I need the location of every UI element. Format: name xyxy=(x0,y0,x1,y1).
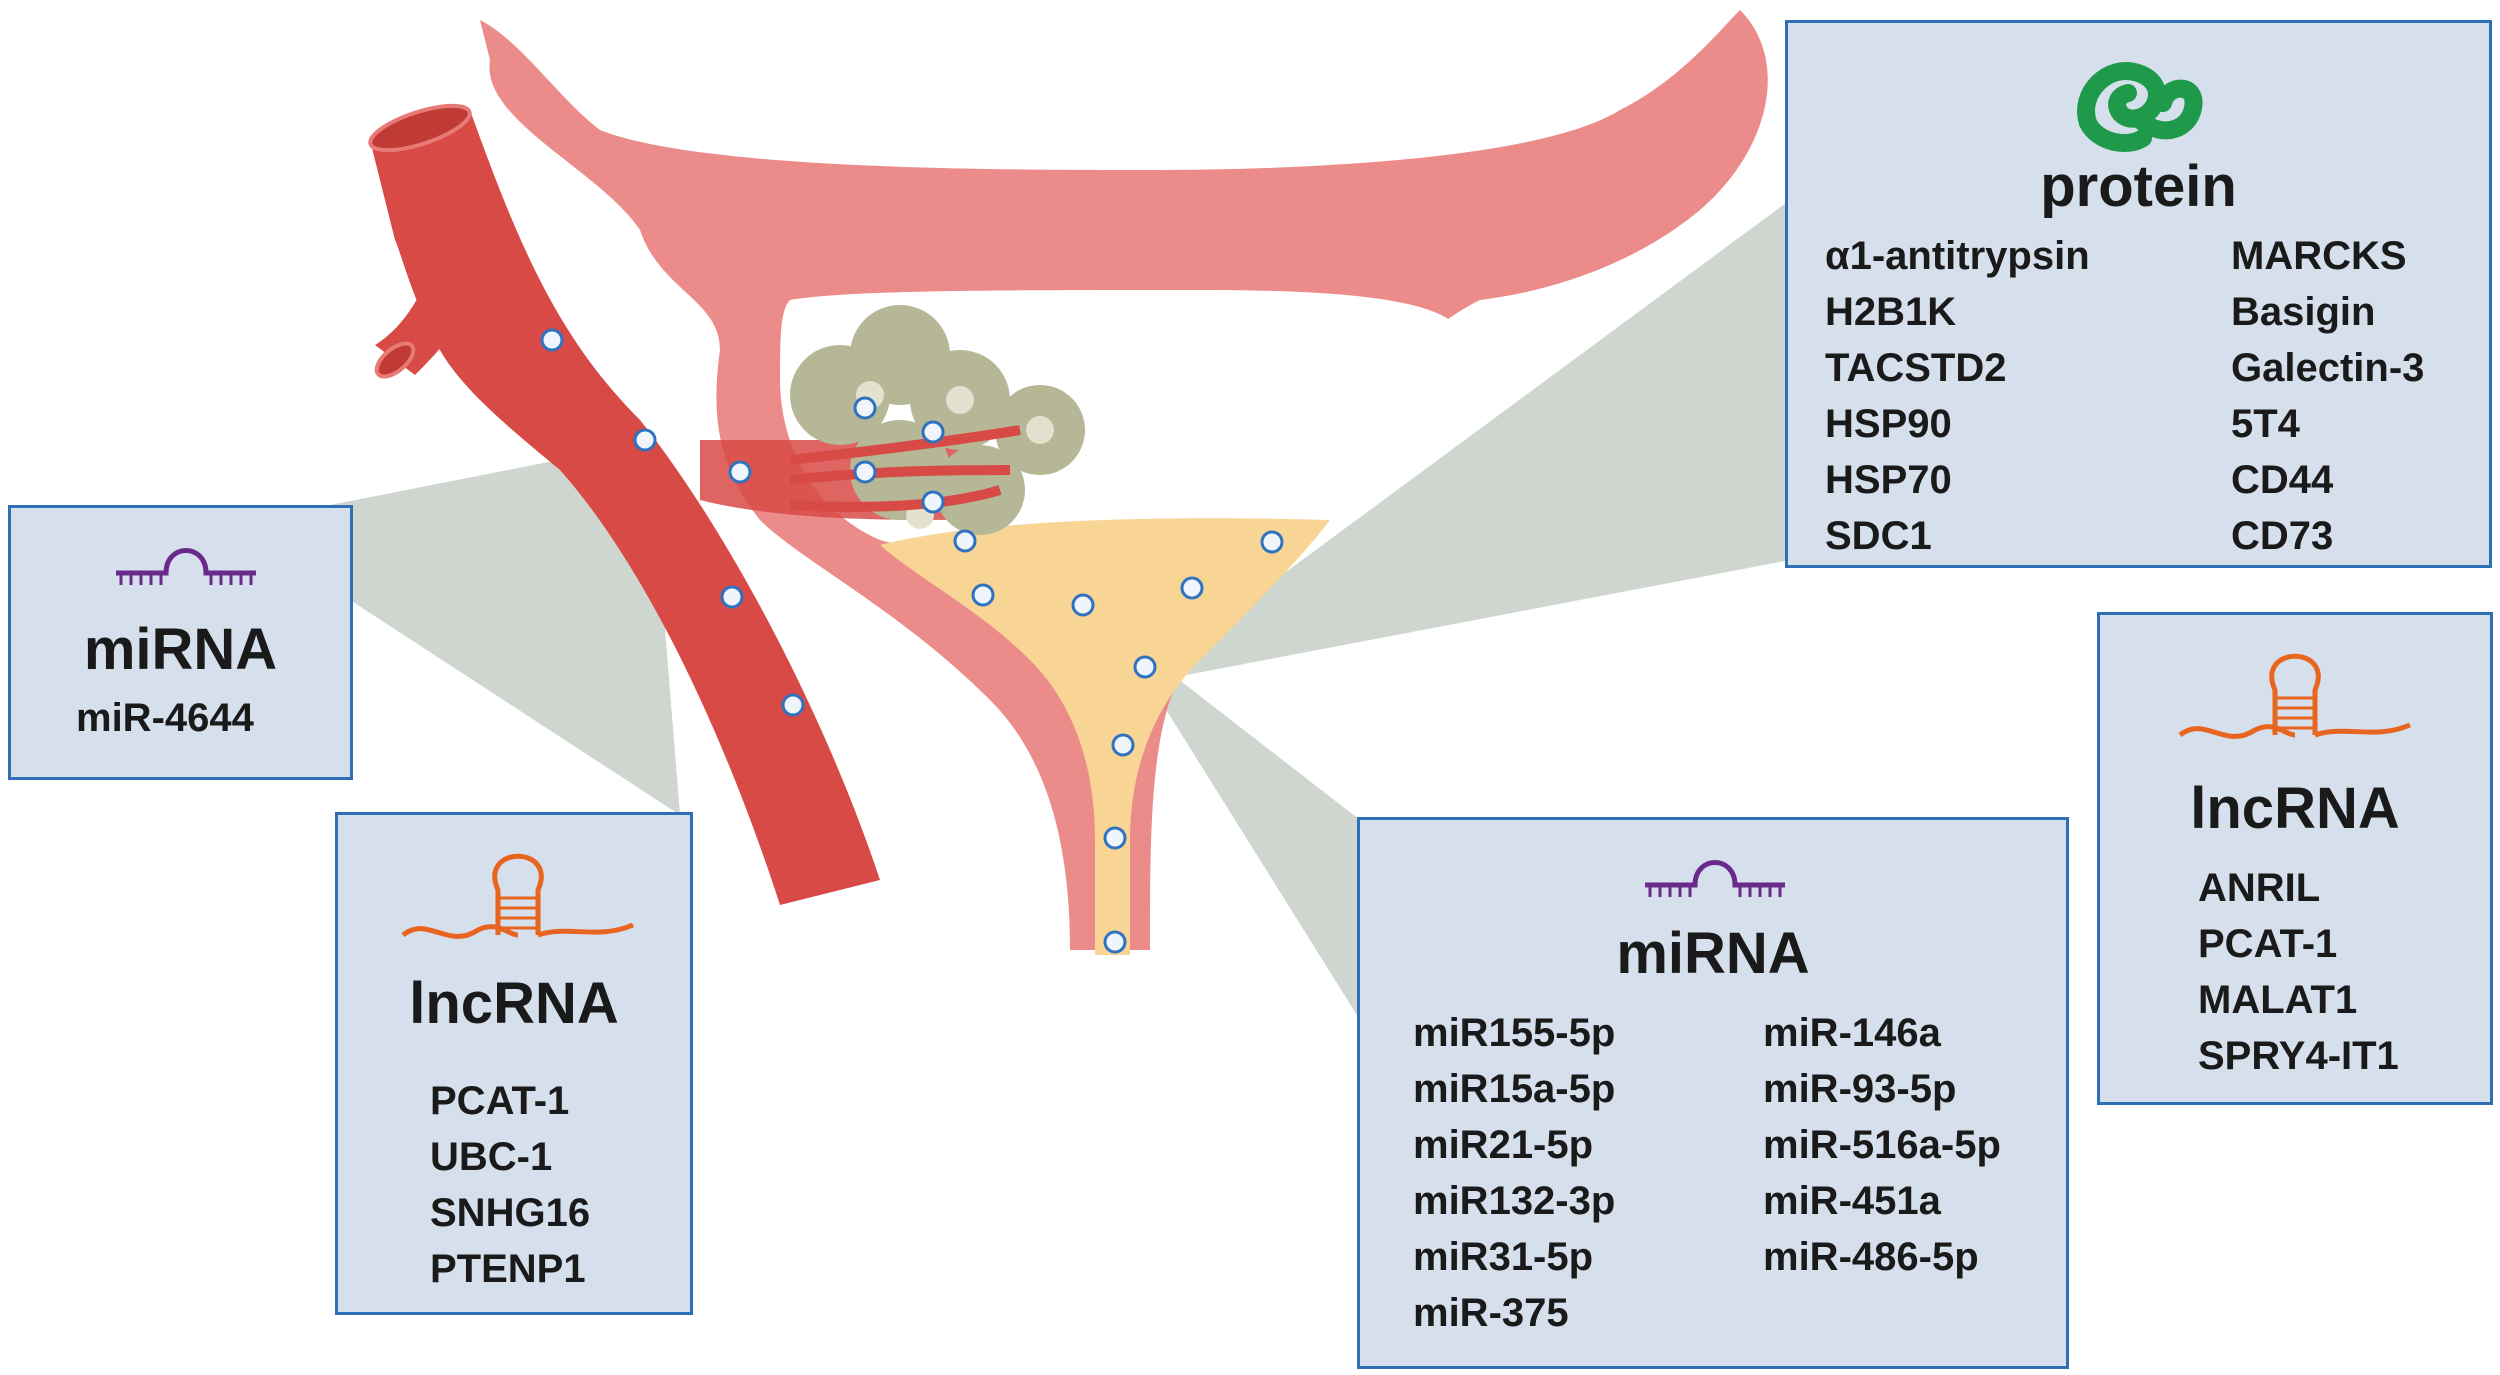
list-item: PTENP1 xyxy=(430,1247,586,1291)
list-item: PCAT-1 xyxy=(2198,922,2338,966)
panel-lncrna-urine: lncRNA ANRIL PCAT-1 MALAT1 SPRY4-IT1 xyxy=(2097,612,2493,1105)
list-item: PCAT-1 xyxy=(430,1079,570,1123)
list-item: miR-451a xyxy=(1763,1179,1941,1223)
list-item: miR-375 xyxy=(1413,1291,1569,1335)
tumor-vessel xyxy=(789,465,1011,485)
vesicle xyxy=(728,460,752,484)
lncrna-stemloop-icon xyxy=(401,853,634,939)
panel-title: miRNA xyxy=(83,617,278,682)
vesicle xyxy=(971,583,995,607)
vesicle xyxy=(1111,733,1135,757)
vesicle xyxy=(781,693,805,717)
list-item: CD73 xyxy=(2231,514,2334,558)
panel-mirna-urine: miRNA miR155-5p miR15a-5p miR21-5p miR13… xyxy=(1357,817,2069,1369)
vesicle xyxy=(1180,576,1204,600)
projection-cones xyxy=(330,200,1790,1020)
list-item: UBC-1 xyxy=(430,1135,553,1179)
lncrna-stemloop-icon xyxy=(2178,653,2411,739)
vesicle xyxy=(953,529,977,553)
tumor-vessel xyxy=(789,485,1002,512)
vesicle xyxy=(921,420,945,444)
list-item: ANRIL xyxy=(2198,866,2321,910)
list-item: Galectin-3 xyxy=(2231,346,2425,390)
list-item: HSP90 xyxy=(1825,402,1952,446)
list-item: miR-93-5p xyxy=(1763,1067,1957,1111)
vessel-opening-top xyxy=(368,103,472,153)
list-item: miR15a-5p xyxy=(1413,1067,1616,1111)
panel-mirna-blood: miRNA miR-4644 xyxy=(8,505,353,780)
extracellular-vesicles xyxy=(540,328,1284,954)
mirna-hairpin-icon xyxy=(1645,860,1785,897)
protein-coil-icon xyxy=(2077,62,2203,152)
tumor-cell xyxy=(935,445,1025,535)
tumor-nucleus xyxy=(1026,416,1054,444)
vesicle xyxy=(720,585,744,609)
vesicle xyxy=(1103,930,1127,954)
vesicle xyxy=(1133,655,1157,679)
panel-title: protein xyxy=(2040,154,2237,219)
list-item: miR132-3p xyxy=(1413,1179,1616,1223)
list-item: miR-4644 xyxy=(76,696,254,740)
panel-protein-urine: protein α1-antitrypsin H2B1K TACSTD2 HSP… xyxy=(1785,20,2492,568)
projection-cone-urine-mirna xyxy=(1160,665,1360,1020)
vesicle xyxy=(633,428,657,452)
panel-title: lncRNA xyxy=(2190,776,2400,841)
tumor-vessel xyxy=(789,425,1021,465)
list-item: miR-146a xyxy=(1763,1011,1941,1055)
vesicle xyxy=(1071,593,1095,617)
list-item: Basigin xyxy=(2231,290,2376,334)
list-item: HSP70 xyxy=(1825,458,1952,502)
vesicle xyxy=(853,396,877,420)
vesicle xyxy=(853,460,877,484)
list-item: H2B1K xyxy=(1825,290,1957,334)
vessel-opening-branch xyxy=(374,341,416,379)
list-item: miR-486-5p xyxy=(1763,1235,1979,1279)
vesicle xyxy=(921,490,945,514)
list-item: miR-516a-5p xyxy=(1763,1123,2001,1167)
panel-lncrna-blood: lncRNA PCAT-1 UBC-1 SNHG16 PTENP1 xyxy=(335,812,693,1315)
tumor-nucleus xyxy=(946,386,974,414)
mirna-hairpin-icon xyxy=(116,548,256,585)
list-item: miR21-5p xyxy=(1413,1123,1594,1167)
list-item: TACSTD2 xyxy=(1825,346,2007,390)
vesicle xyxy=(540,328,564,352)
list-item: miR31-5p xyxy=(1413,1235,1594,1279)
list-item: SNHG16 xyxy=(430,1191,591,1235)
list-item: SPRY4-IT1 xyxy=(2198,1034,2399,1078)
list-item: MARCKS xyxy=(2231,234,2407,278)
list-item: CD44 xyxy=(2231,458,2334,502)
projection-cone-urine-protein xyxy=(1160,200,1790,680)
vesicle xyxy=(1260,530,1284,554)
vesicle xyxy=(1103,826,1127,850)
panel-title: miRNA xyxy=(1616,921,1810,986)
panel-title: lncRNA xyxy=(409,971,619,1036)
projection-cone-blood xyxy=(330,442,680,815)
list-item: miR155-5p xyxy=(1413,1011,1616,1055)
vessel-main xyxy=(370,110,880,905)
list-item: SDC1 xyxy=(1825,514,1932,558)
list-item: α1-antitrypsin xyxy=(1825,234,2090,278)
list-item: 5T4 xyxy=(2231,402,2300,446)
list-item: MALAT1 xyxy=(2198,978,2358,1022)
